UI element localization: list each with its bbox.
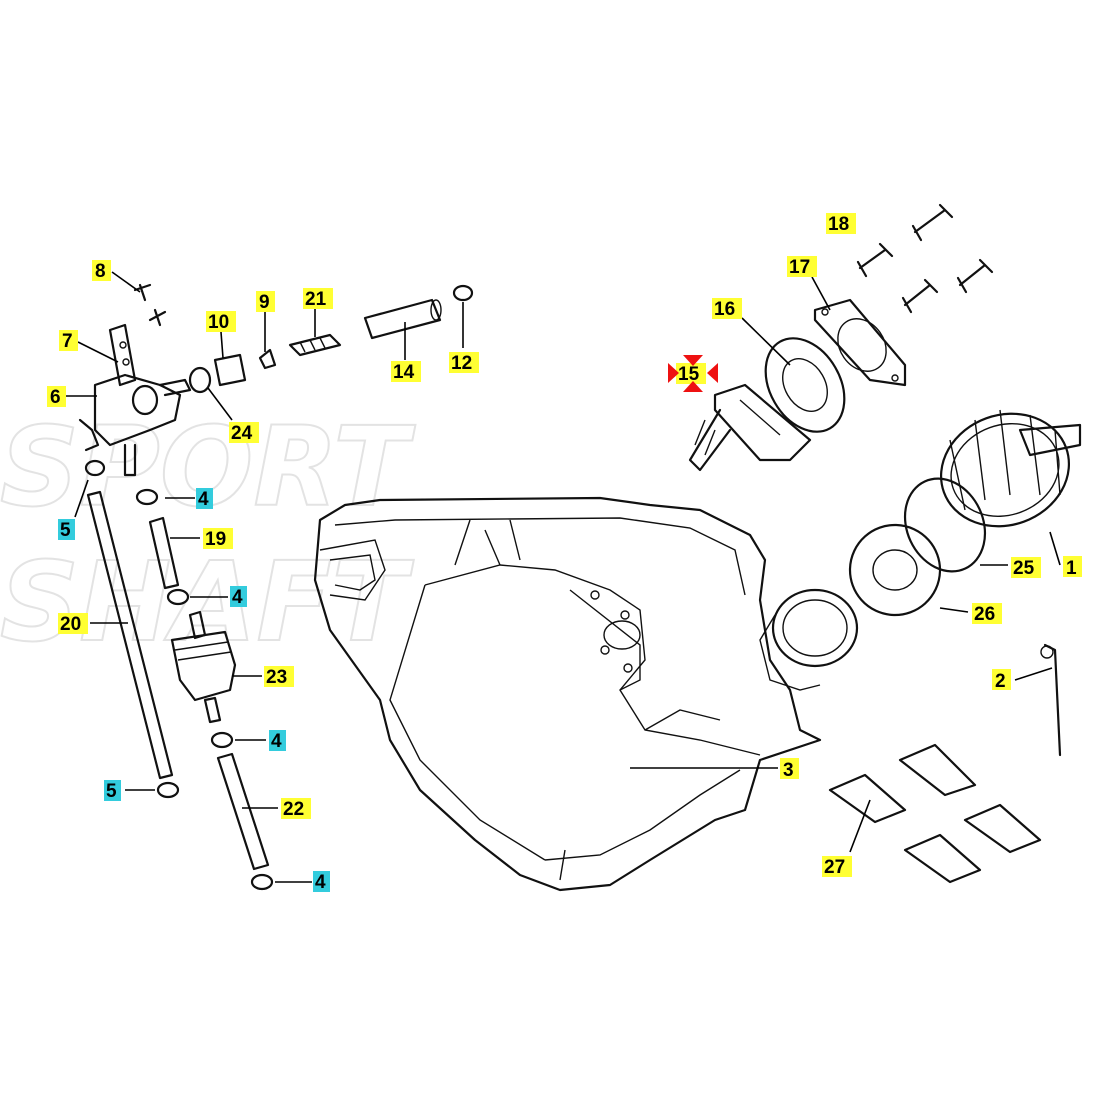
callout-2: 2 [992, 669, 1011, 692]
callout-4-b: 4 [230, 586, 247, 608]
svg-text:5: 5 [60, 520, 71, 541]
fitting-21-drawing [288, 333, 342, 357]
svg-text:8: 8 [95, 261, 106, 282]
callout-12: 12 [449, 352, 479, 374]
flange-17-drawing [813, 298, 907, 387]
disc-25-drawing [903, 477, 987, 573]
callout-16: 16 [712, 298, 742, 320]
svg-text:23: 23 [266, 667, 287, 688]
pads-27-drawing [828, 743, 1042, 884]
callout-21: 21 [303, 288, 333, 310]
callout-5-a: 5 [58, 519, 75, 541]
svg-text:22: 22 [283, 799, 304, 820]
svg-text:12: 12 [451, 353, 472, 374]
leader-lines [65, 271, 1061, 883]
callout-1: 1 [1063, 556, 1082, 579]
gasket-26-drawing [848, 523, 942, 617]
gasket-16-drawing [764, 337, 846, 433]
callout-27: 27 [822, 856, 852, 878]
svg-text:5: 5 [106, 781, 117, 802]
svg-text:4: 4 [232, 587, 243, 608]
svg-text:7: 7 [62, 331, 73, 352]
callout-14: 14 [391, 361, 421, 383]
highlight-marker-15 [668, 355, 718, 392]
bolts-18-drawing [856, 203, 994, 314]
callout-17: 17 [787, 256, 817, 278]
svg-text:19: 19 [205, 529, 226, 550]
svg-text:25: 25 [1013, 558, 1035, 579]
callout-24: 24 [229, 422, 259, 444]
clips-drawing [84, 459, 274, 891]
callout-5-b: 5 [104, 780, 121, 802]
svg-text:3: 3 [783, 760, 794, 781]
svg-text:4: 4 [198, 489, 209, 510]
svg-text:6: 6 [50, 387, 61, 408]
svg-text:27: 27 [824, 857, 845, 878]
svg-text:10: 10 [208, 312, 229, 333]
callout-10: 10 [206, 311, 236, 333]
hose-14-drawing [363, 298, 442, 340]
svg-text:15: 15 [678, 364, 700, 385]
hose-20-drawing [86, 490, 174, 780]
callout-26: 26 [972, 603, 1002, 625]
svg-text:2: 2 [995, 671, 1006, 692]
callout-23: 23 [264, 666, 294, 688]
clip-12-drawing [452, 284, 474, 302]
sensor-2-drawing [1040, 643, 1062, 757]
svg-text:17: 17 [789, 257, 810, 278]
fuel-valve-drawing [78, 283, 192, 477]
svg-text:4: 4 [315, 872, 326, 893]
callout-3: 3 [780, 758, 799, 781]
svg-text:18: 18 [828, 214, 849, 235]
callout-18: 18 [826, 213, 856, 235]
svg-text:9: 9 [259, 292, 270, 313]
callout-6: 6 [47, 386, 66, 408]
svg-text:26: 26 [974, 604, 995, 625]
callout-9: 9 [256, 291, 275, 313]
callout-25: 25 [1011, 557, 1041, 579]
callout-4-c: 4 [269, 730, 286, 752]
svg-text:20: 20 [60, 614, 81, 635]
svg-text:24: 24 [231, 423, 253, 444]
sender-15-drawing [688, 383, 812, 472]
callout-22: 22 [281, 798, 311, 820]
svg-text:4: 4 [271, 731, 282, 752]
callout-19: 19 [203, 528, 233, 550]
filter-23-drawing [170, 610, 237, 724]
callout-15: 15 [676, 363, 706, 385]
callout-4-a: 4 [196, 488, 213, 510]
svg-text:1: 1 [1066, 558, 1077, 579]
callout-8: 8 [92, 260, 111, 282]
hose-22-drawing [216, 752, 270, 871]
svg-text:14: 14 [393, 362, 415, 383]
callout-7: 7 [59, 330, 78, 352]
hose-19-drawing [148, 516, 180, 590]
filler-neck-drawing [759, 588, 859, 691]
callout-20: 20 [58, 613, 88, 635]
svg-text:16: 16 [714, 299, 735, 320]
callout-4-d: 4 [313, 871, 330, 893]
fuel-tank-drawing [313, 496, 822, 892]
svg-text:21: 21 [305, 289, 327, 310]
watermark-line1: SPORT [0, 403, 416, 531]
cap-1-drawing [939, 409, 1082, 528]
fittings-10-24-9-drawing [188, 348, 277, 394]
